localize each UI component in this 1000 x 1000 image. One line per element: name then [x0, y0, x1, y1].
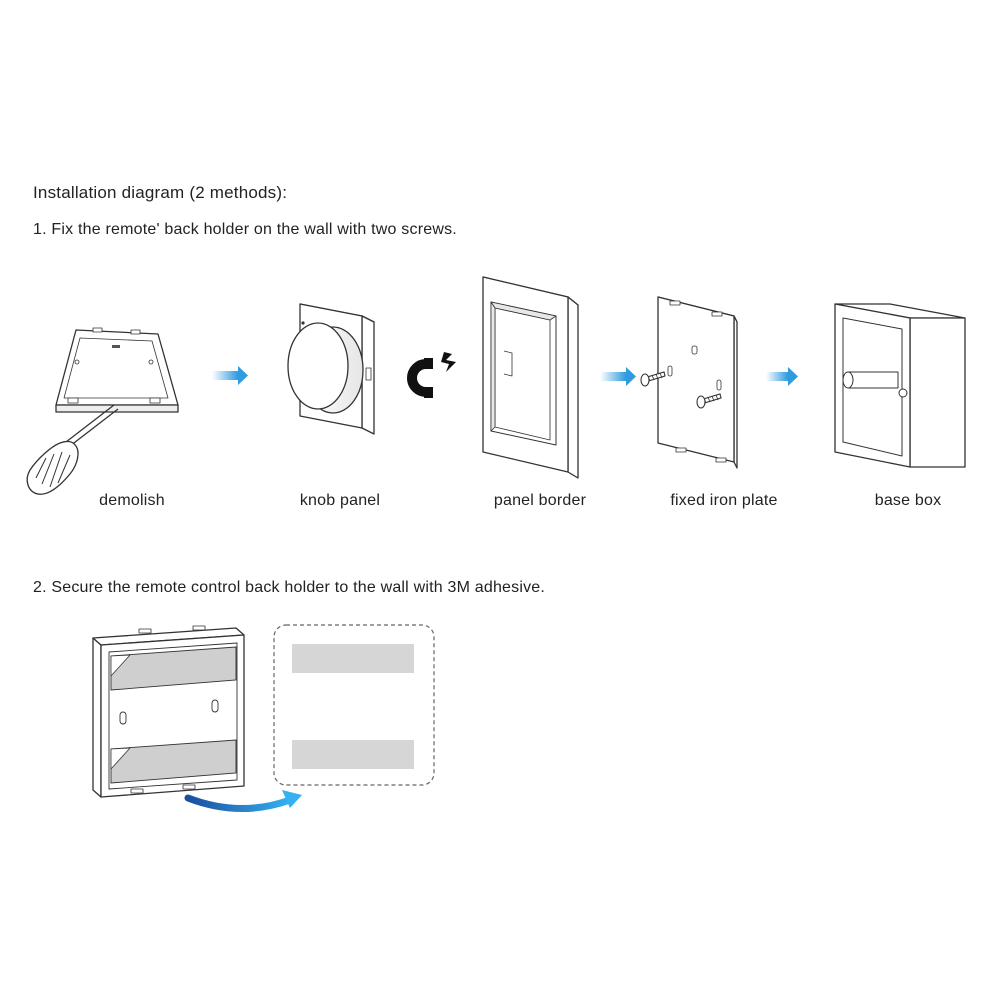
screw-icon — [640, 371, 666, 387]
base-box-illustration — [834, 303, 966, 468]
screwdriver-icon — [26, 404, 119, 495]
label-fixed-iron-plate: fixed iron plate — [670, 492, 778, 509]
arrow-right-icon — [600, 367, 636, 386]
label-demolish: demolish — [99, 492, 165, 509]
step-1-instruction: 1. Fix the remote' back holder on the wa… — [33, 221, 457, 238]
fixed-iron-plate-illustration — [657, 296, 738, 469]
step-2-instruction: 2. Secure the remote control back holder… — [33, 579, 546, 596]
magnet-icon — [407, 352, 456, 398]
panel-border-illustration — [482, 276, 579, 479]
adhesive-tape-strip — [110, 646, 237, 691]
back-holder-demolish — [55, 327, 179, 413]
curved-arrow-icon — [184, 790, 302, 813]
label-knob-panel: knob panel — [299, 492, 381, 509]
knob-panel-illustration — [287, 303, 375, 435]
wall-mounting-area — [273, 624, 435, 786]
diagram-title: Installation diagram (2 methods): — [33, 183, 288, 202]
label-base-box: base box — [874, 492, 942, 509]
arrow-right-icon — [766, 367, 798, 386]
label-panel-border: panel border — [493, 492, 587, 509]
adhesive-tape-strip — [110, 739, 237, 784]
screw-icon — [696, 393, 722, 409]
arrow-right-icon — [212, 366, 248, 385]
